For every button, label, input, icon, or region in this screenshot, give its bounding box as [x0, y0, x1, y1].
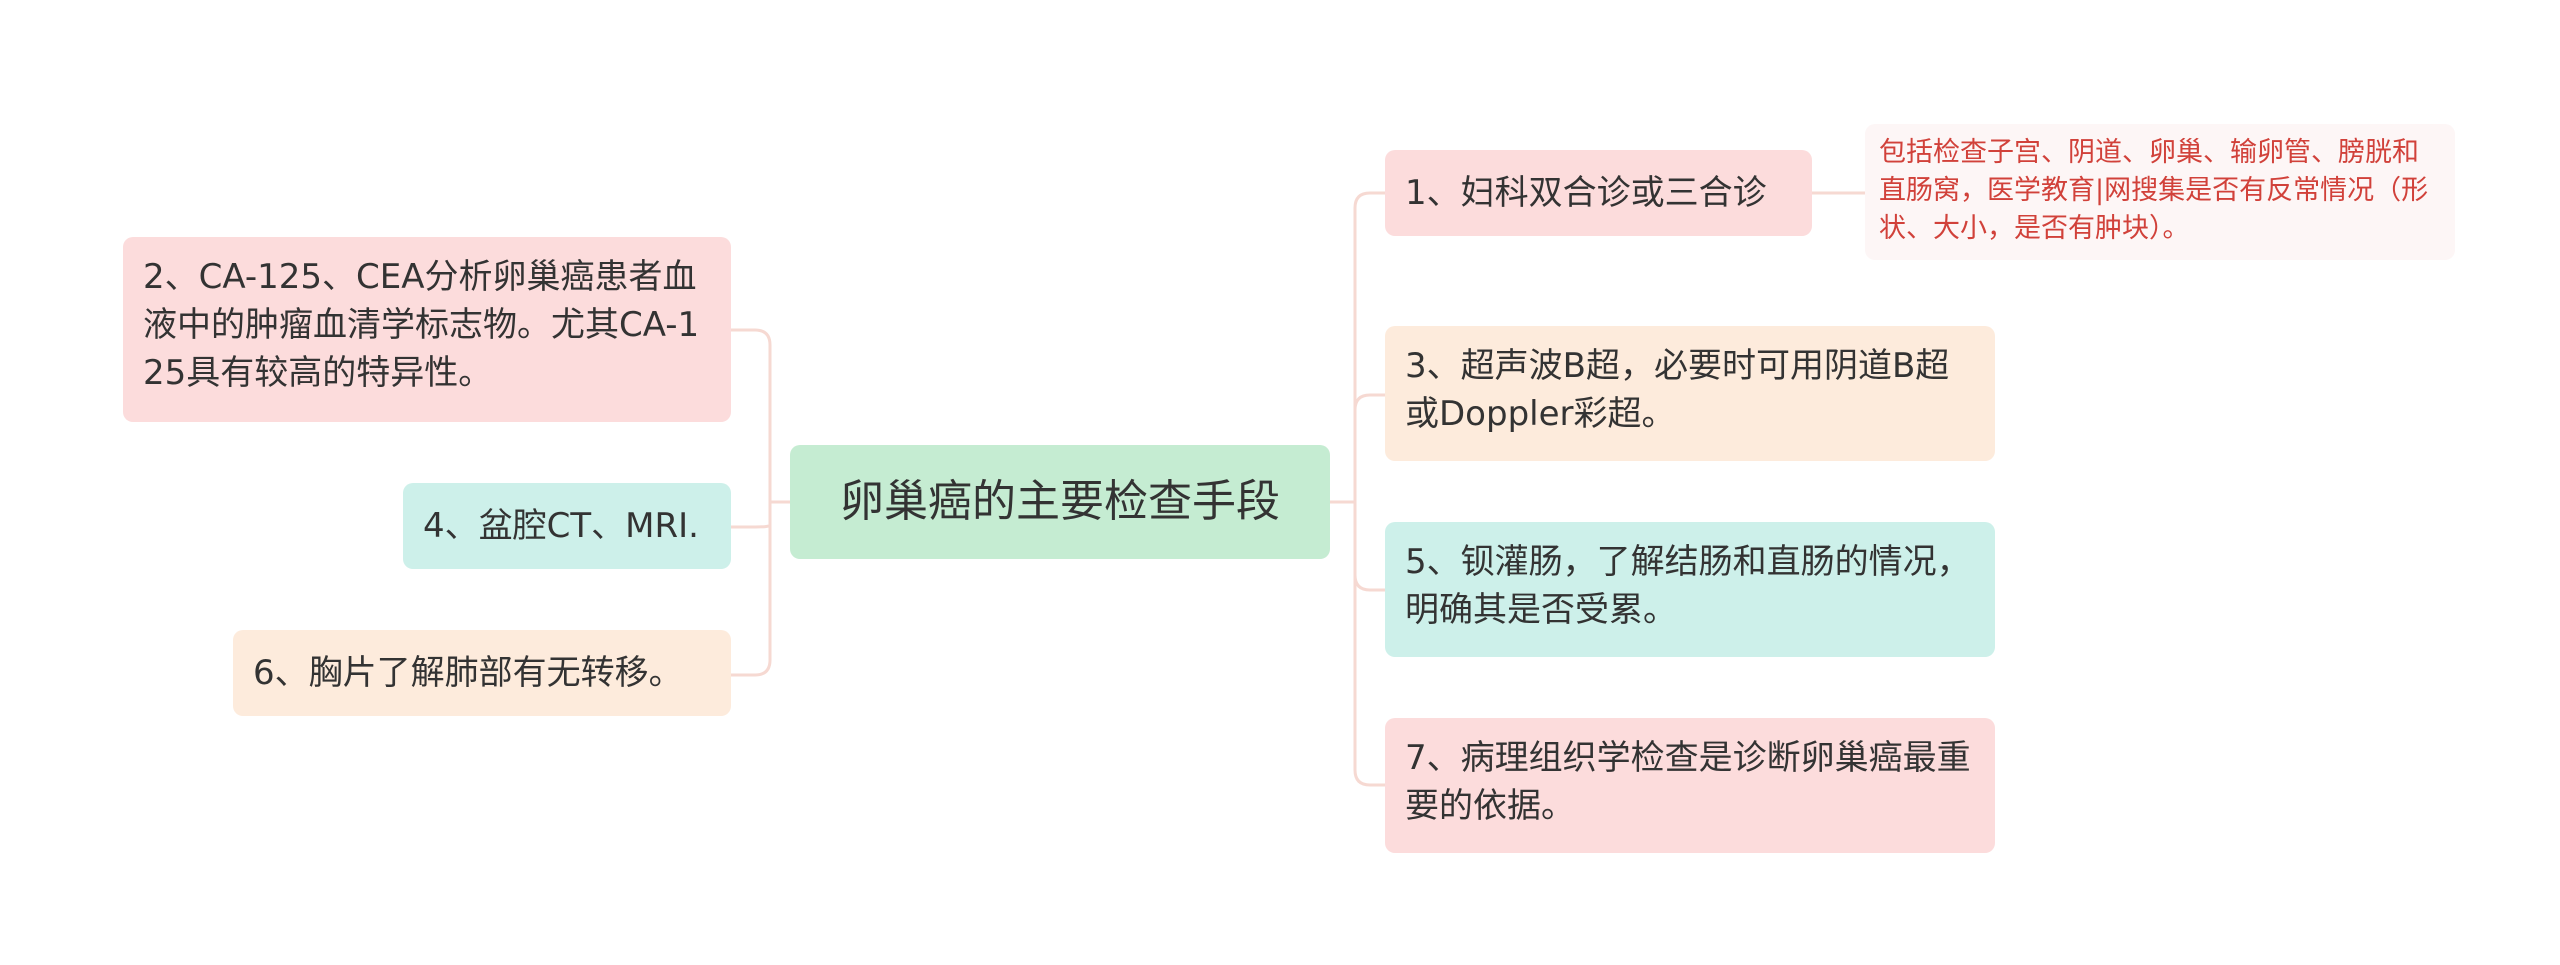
branch-node-5[interactable]: 5、钡灌肠，了解结肠和直肠的情况，明确其是否受累。 — [1385, 522, 1995, 657]
branch-node-2[interactable]: 2、CA-125、CEA分析卵巢癌患者血液中的肿瘤血清学标志物。尤其CA-125… — [123, 237, 731, 422]
root-topic[interactable]: 卵巢癌的主要检查手段 — [790, 445, 1330, 559]
branch-node-1[interactable]: 1、妇科双合诊或三合诊 — [1385, 150, 1812, 236]
connector-left-trunk — [731, 328, 790, 677]
branch-node-7[interactable]: 7、病理组织学检查是诊断卵巢癌最重要的依据。 — [1385, 718, 1995, 853]
note-node-1[interactable]: 包括检查子宫、阴道、卵巢、输卵管、膀胱和直肠窝，医学教育|网搜集是否有反常情况（… — [1865, 124, 2455, 260]
branch-node-6[interactable]: 6、胸片了解肺部有无转移。 — [233, 630, 731, 716]
branch-node-4[interactable]: 4、盆腔CT、MRI. — [403, 483, 731, 569]
branch-node-3[interactable]: 3、超声波B超，必要时可用阴道B超或Doppler彩超。 — [1385, 326, 1995, 461]
connector-right-trunk — [1330, 191, 1385, 787]
